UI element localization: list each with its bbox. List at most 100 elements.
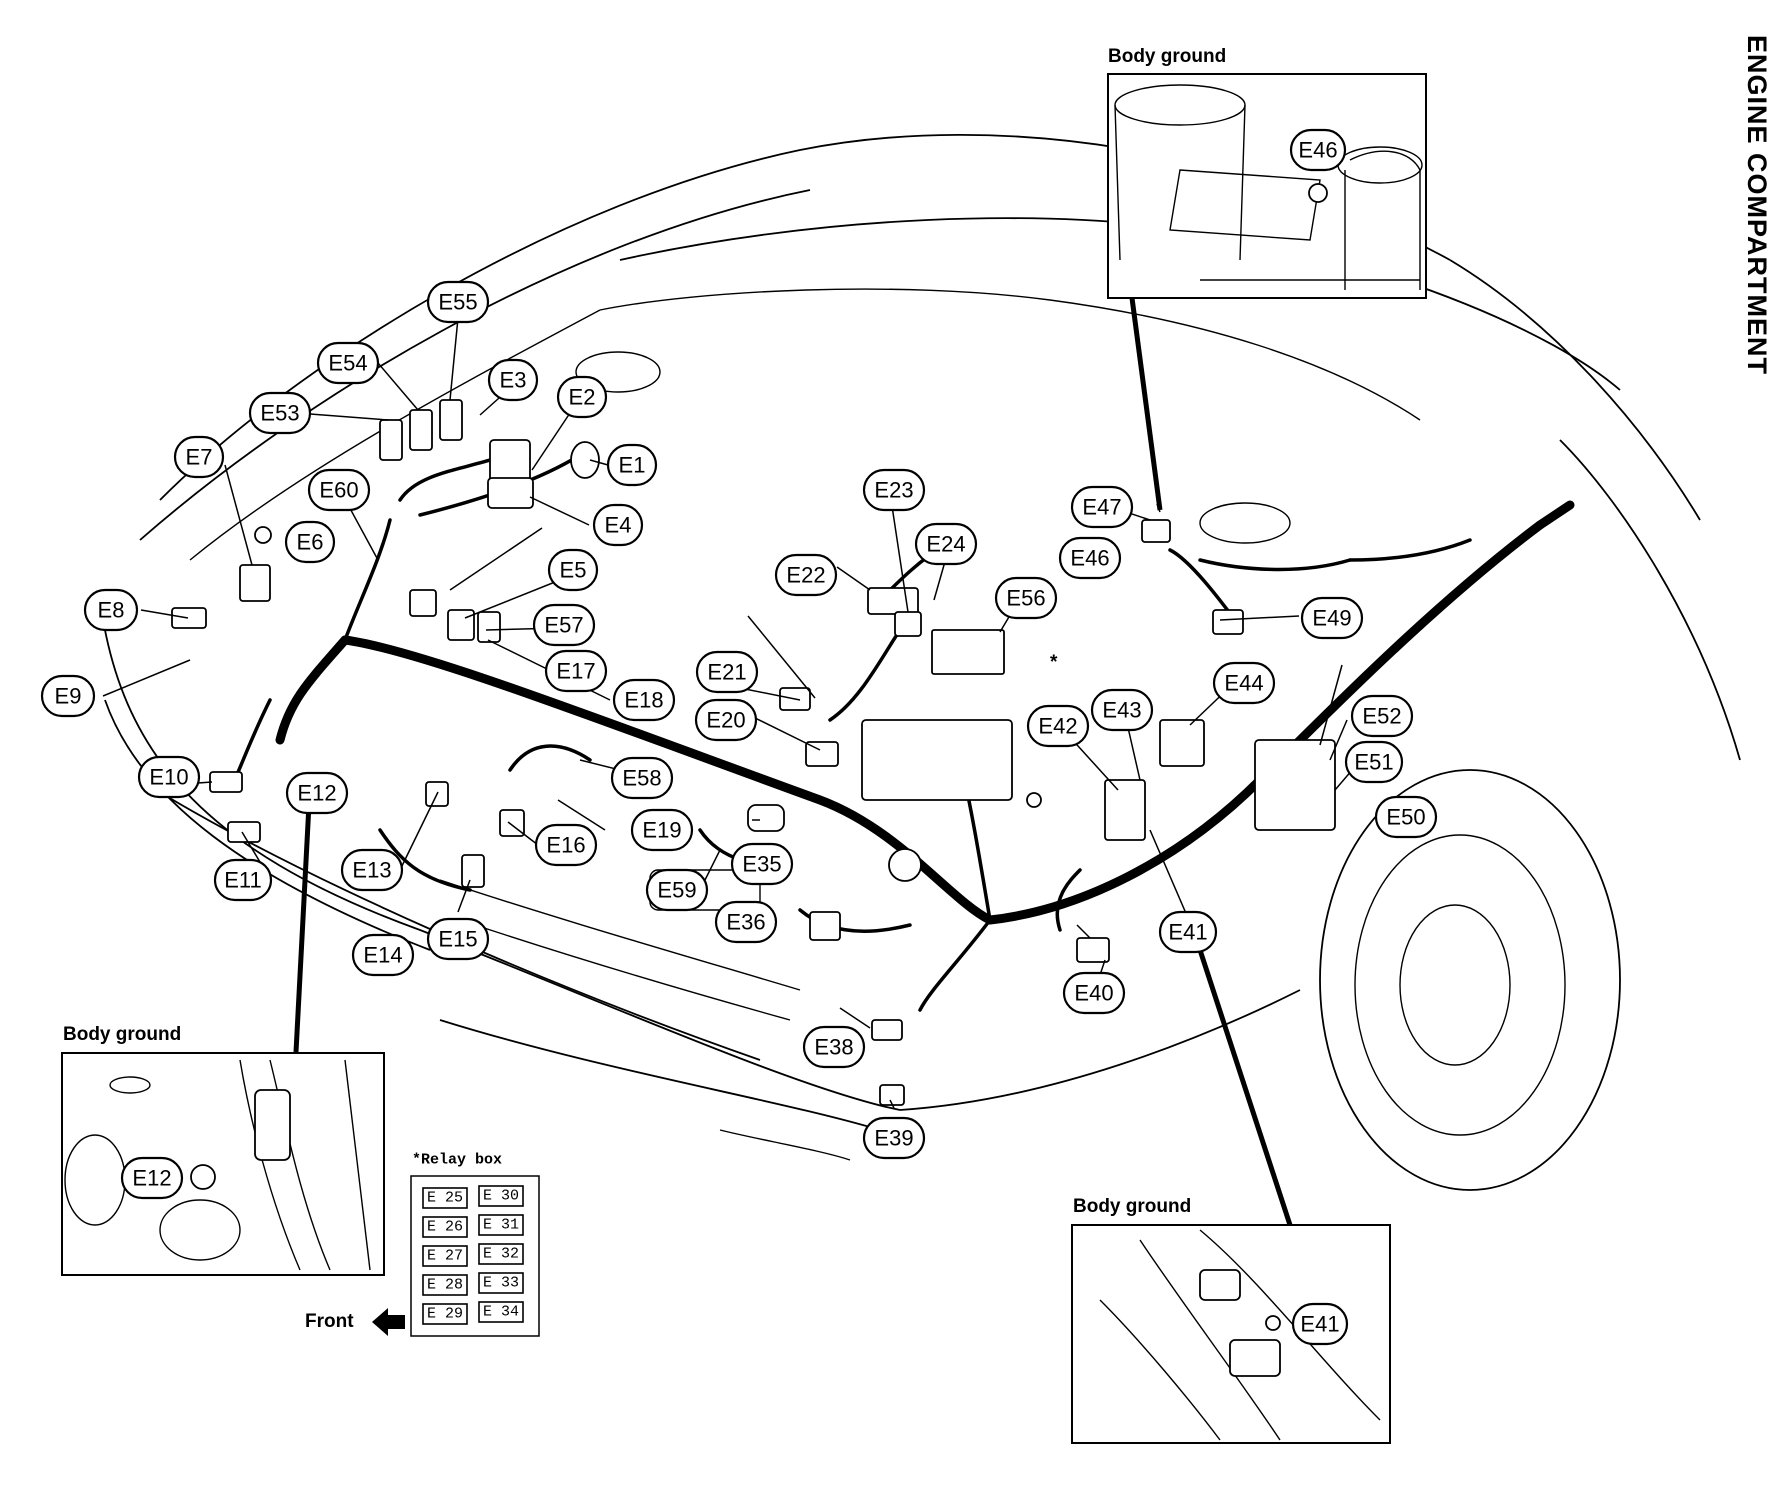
relay-e32[interactable]: E 32 (478, 1243, 524, 1265)
svg-text:E41: E41 (1300, 1312, 1339, 1337)
connector-e35-label[interactable]: E35 (730, 842, 794, 886)
inset-top-e46-label[interactable]: E46 (1289, 128, 1347, 172)
connector-e17-label[interactable]: E17 (544, 649, 608, 693)
svg-text:E41: E41 (1168, 920, 1207, 945)
connector-e9-label[interactable]: E9 (40, 674, 96, 718)
svg-text:E22: E22 (786, 563, 825, 588)
svg-text:E7: E7 (186, 445, 213, 470)
relay-e27[interactable]: E 27 (422, 1245, 468, 1267)
connector-e8-label[interactable]: E8 (83, 588, 139, 632)
connector-e14-label[interactable]: E14 (351, 933, 415, 977)
svg-text:E55: E55 (438, 290, 477, 315)
svg-text:E53: E53 (260, 401, 299, 426)
connector-e36-label[interactable]: E36 (714, 900, 778, 944)
connector-e21-label[interactable]: E21 (695, 650, 759, 694)
connector-bodies (171, 399, 1336, 1106)
connector-e12-label[interactable]: E12 (285, 771, 349, 815)
connector-e58-label[interactable]: E58 (610, 756, 674, 800)
svg-text:E 32: E 32 (483, 1246, 519, 1263)
svg-text:E 28: E 28 (427, 1277, 463, 1294)
svg-text:E16: E16 (546, 833, 585, 858)
connector-e15-label[interactable]: E15 (426, 917, 490, 961)
svg-text:E52: E52 (1362, 704, 1401, 729)
svg-text:E46: E46 (1070, 546, 1109, 571)
relay-e30[interactable]: E 30 (478, 1185, 524, 1207)
connector-e42-label[interactable]: E42 (1026, 704, 1090, 748)
svg-text:E 31: E 31 (483, 1217, 519, 1234)
connector-e39-label[interactable]: E39 (862, 1116, 926, 1160)
connector-e59-label[interactable]: E59 (645, 868, 709, 912)
svg-text:E8: E8 (98, 598, 125, 623)
connector-e6-label[interactable]: E6 (284, 520, 336, 564)
relay-e34[interactable]: E 34 (478, 1301, 524, 1323)
relay-e33[interactable]: E 33 (478, 1272, 524, 1294)
svg-text:E39: E39 (874, 1126, 913, 1151)
svg-text:E51: E51 (1354, 750, 1393, 775)
connector-e16-label[interactable]: E16 (534, 823, 598, 867)
svg-text:E36: E36 (726, 910, 765, 935)
connector-e50-label[interactable]: E50 (1374, 795, 1438, 839)
svg-text:E23: E23 (874, 478, 913, 503)
connector-e3-label[interactable]: E3 (487, 358, 539, 402)
connector-e54-label[interactable]: E54 (316, 341, 380, 385)
svg-text:E58: E58 (622, 766, 661, 791)
connector-e24-label[interactable]: E24 (914, 522, 978, 566)
connector-e47-label[interactable]: E47 (1070, 485, 1134, 529)
svg-text:E1: E1 (619, 453, 646, 478)
relay-box-caption: *Relay box (412, 1152, 502, 1169)
connector-e53-label[interactable]: E53 (248, 391, 312, 435)
inset-left-caption: Body ground (63, 1024, 181, 1045)
relay-e28[interactable]: E 28 (422, 1274, 468, 1296)
svg-text:E20: E20 (706, 708, 745, 733)
svg-text:E24: E24 (926, 532, 965, 557)
front-arrow-icon (372, 1308, 405, 1336)
svg-text:E56: E56 (1006, 586, 1045, 611)
connector-e52-label[interactable]: E52 (1350, 694, 1414, 738)
connector-e57-label[interactable]: E57 (532, 603, 596, 647)
inset-right-e41-label[interactable]: E41 (1291, 1302, 1349, 1346)
relay-e31[interactable]: E 31 (478, 1214, 524, 1236)
svg-text:E17: E17 (556, 659, 595, 684)
connector-e13-label[interactable]: E13 (340, 848, 404, 892)
connector-e20-label[interactable]: E20 (694, 698, 758, 742)
connector-e2-label[interactable]: E2 (556, 375, 608, 419)
connector-e22-label[interactable]: E22 (774, 553, 838, 597)
connector-e46-label[interactable]: E46 (1058, 536, 1122, 580)
inset-left-e12-label[interactable]: E12 (120, 1156, 184, 1200)
connector-callouts: E55 E54 E3 E2 E53 E7 E1 E60 E4 E6 E5 E8 … (40, 280, 1438, 1160)
connector-e55-label[interactable]: E55 (426, 280, 490, 324)
relay-e25[interactable]: E 25 (422, 1187, 468, 1209)
connector-e23-label[interactable]: E23 (862, 468, 926, 512)
svg-text:E 29: E 29 (427, 1306, 463, 1323)
connector-e43-label[interactable]: E43 (1090, 688, 1154, 732)
connector-e51-label[interactable]: E51 (1344, 740, 1404, 784)
connector-e38-label[interactable]: E38 (802, 1025, 866, 1069)
connector-e4-label[interactable]: E4 (592, 503, 644, 547)
svg-text:E60: E60 (319, 478, 358, 503)
connector-e40-label[interactable]: E40 (1062, 971, 1126, 1015)
relay-e29[interactable]: E 29 (422, 1303, 468, 1325)
svg-text:E38: E38 (814, 1035, 853, 1060)
connector-e44-label[interactable]: E44 (1212, 661, 1276, 705)
svg-text:E13: E13 (352, 858, 391, 883)
connector-e56-label[interactable]: E56 (994, 576, 1058, 620)
connector-e7-label[interactable]: E7 (173, 435, 225, 479)
connector-e19-label[interactable]: E19 (630, 808, 694, 852)
connector-e60-label[interactable]: E60 (307, 468, 371, 512)
relay-e26[interactable]: E 26 (422, 1216, 468, 1238)
connector-e49-label[interactable]: E49 (1300, 596, 1364, 640)
svg-text:E46: E46 (1298, 138, 1337, 163)
connector-e10-label[interactable]: E10 (137, 755, 201, 799)
connector-e1-label[interactable]: E1 (606, 443, 658, 487)
connector-e11-label[interactable]: E11 (213, 858, 273, 902)
connector-e41-label[interactable]: E41 (1158, 910, 1218, 954)
connector-e18-label[interactable]: E18 (612, 678, 676, 722)
svg-text:E57: E57 (544, 613, 583, 638)
inset-leaders (293, 297, 1293, 1226)
svg-text:E9: E9 (55, 684, 82, 709)
connector-e5-label[interactable]: E5 (547, 548, 599, 592)
svg-text:E 26: E 26 (427, 1219, 463, 1236)
inset-top-body-ground: Body ground (1107, 46, 1427, 299)
svg-text:E59: E59 (657, 878, 696, 903)
